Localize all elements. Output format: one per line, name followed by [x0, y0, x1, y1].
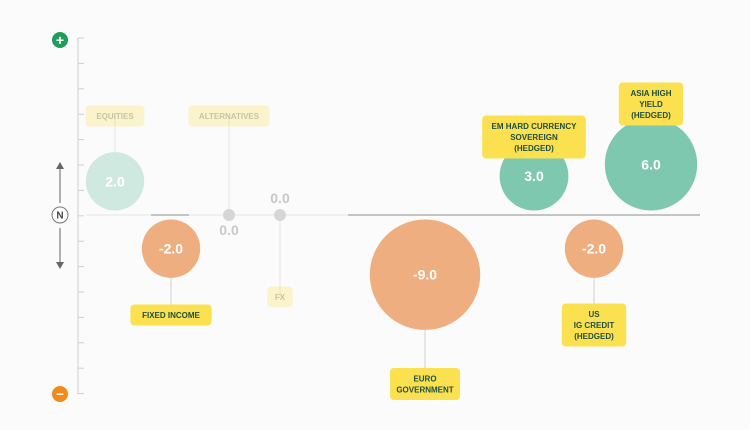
label-box	[130, 304, 212, 326]
minus-symbol: −	[56, 387, 64, 402]
label-text: (HEDGED)	[514, 144, 554, 153]
bubble-value: 6.0	[641, 156, 661, 172]
bubble-value: -2.0	[582, 241, 606, 257]
bubble-item: -2.0US IG CREDIT (HEDGED)	[561, 219, 627, 347]
label-box	[390, 368, 460, 400]
arrow-up-icon	[56, 162, 64, 169]
vertical-axis: N + −	[51, 32, 84, 402]
label-text: FX	[275, 293, 286, 302]
label-text: ALTERNATIVES	[199, 112, 260, 121]
label-text: (HEDGED)	[631, 111, 671, 120]
label-text: YIELD	[639, 100, 663, 109]
plus-symbol: +	[56, 32, 64, 48]
label-text: EM HARD CURRENCY	[492, 122, 578, 131]
label-text: EURO	[413, 375, 436, 384]
bubble	[564, 219, 624, 278]
neutral-marker-icon	[51, 206, 69, 224]
label-text: SOVEREIGN	[510, 133, 558, 142]
label-text: US	[588, 310, 600, 319]
bubble-value: 2.0	[105, 173, 125, 189]
bubble	[141, 219, 201, 278]
bubble-value: 3.0	[524, 168, 544, 184]
bubble	[85, 152, 145, 211]
bubble	[499, 141, 569, 211]
neutral-label: N	[56, 211, 63, 222]
bubble-value: 0.0	[219, 222, 239, 238]
bubble-value: -9.0	[413, 267, 437, 283]
label-box	[267, 286, 293, 308]
bubble-item: 2.0 EQUITIES	[85, 105, 145, 211]
bubble	[369, 219, 481, 330]
bubble	[274, 209, 286, 221]
label-text: FIXED INCOME	[142, 311, 200, 320]
label-text: IG CREDIT	[574, 321, 615, 330]
label-box	[85, 105, 145, 127]
label-text: GOVERNMENT	[396, 386, 453, 395]
bubble-item: 0.0FX	[267, 190, 293, 308]
arrow-down-icon	[56, 262, 64, 269]
bubble-item: 3.0 EM HARD CURRENCY SOVEREIGN (HEDGED)	[482, 115, 586, 211]
bubble	[223, 209, 235, 221]
label-text: (HEDGED)	[574, 332, 614, 341]
label-box	[561, 303, 627, 347]
minus-icon	[52, 386, 68, 402]
bubble-item: 0.0 ALTERNATIVES	[188, 105, 270, 238]
bubble	[604, 118, 698, 211]
label-box	[618, 82, 684, 126]
label-text: ASIA HIGH	[630, 89, 671, 98]
label-box	[482, 115, 586, 159]
plus-icon	[52, 32, 68, 48]
bubble-item: 6.0 ASIA HIGH YIELD (HEDGED)	[604, 82, 698, 211]
bubble-value: 0.0	[270, 190, 290, 206]
bubble-value: -2.0	[159, 241, 183, 257]
label-box	[188, 105, 270, 127]
label-text: EQUITIES	[96, 112, 134, 121]
